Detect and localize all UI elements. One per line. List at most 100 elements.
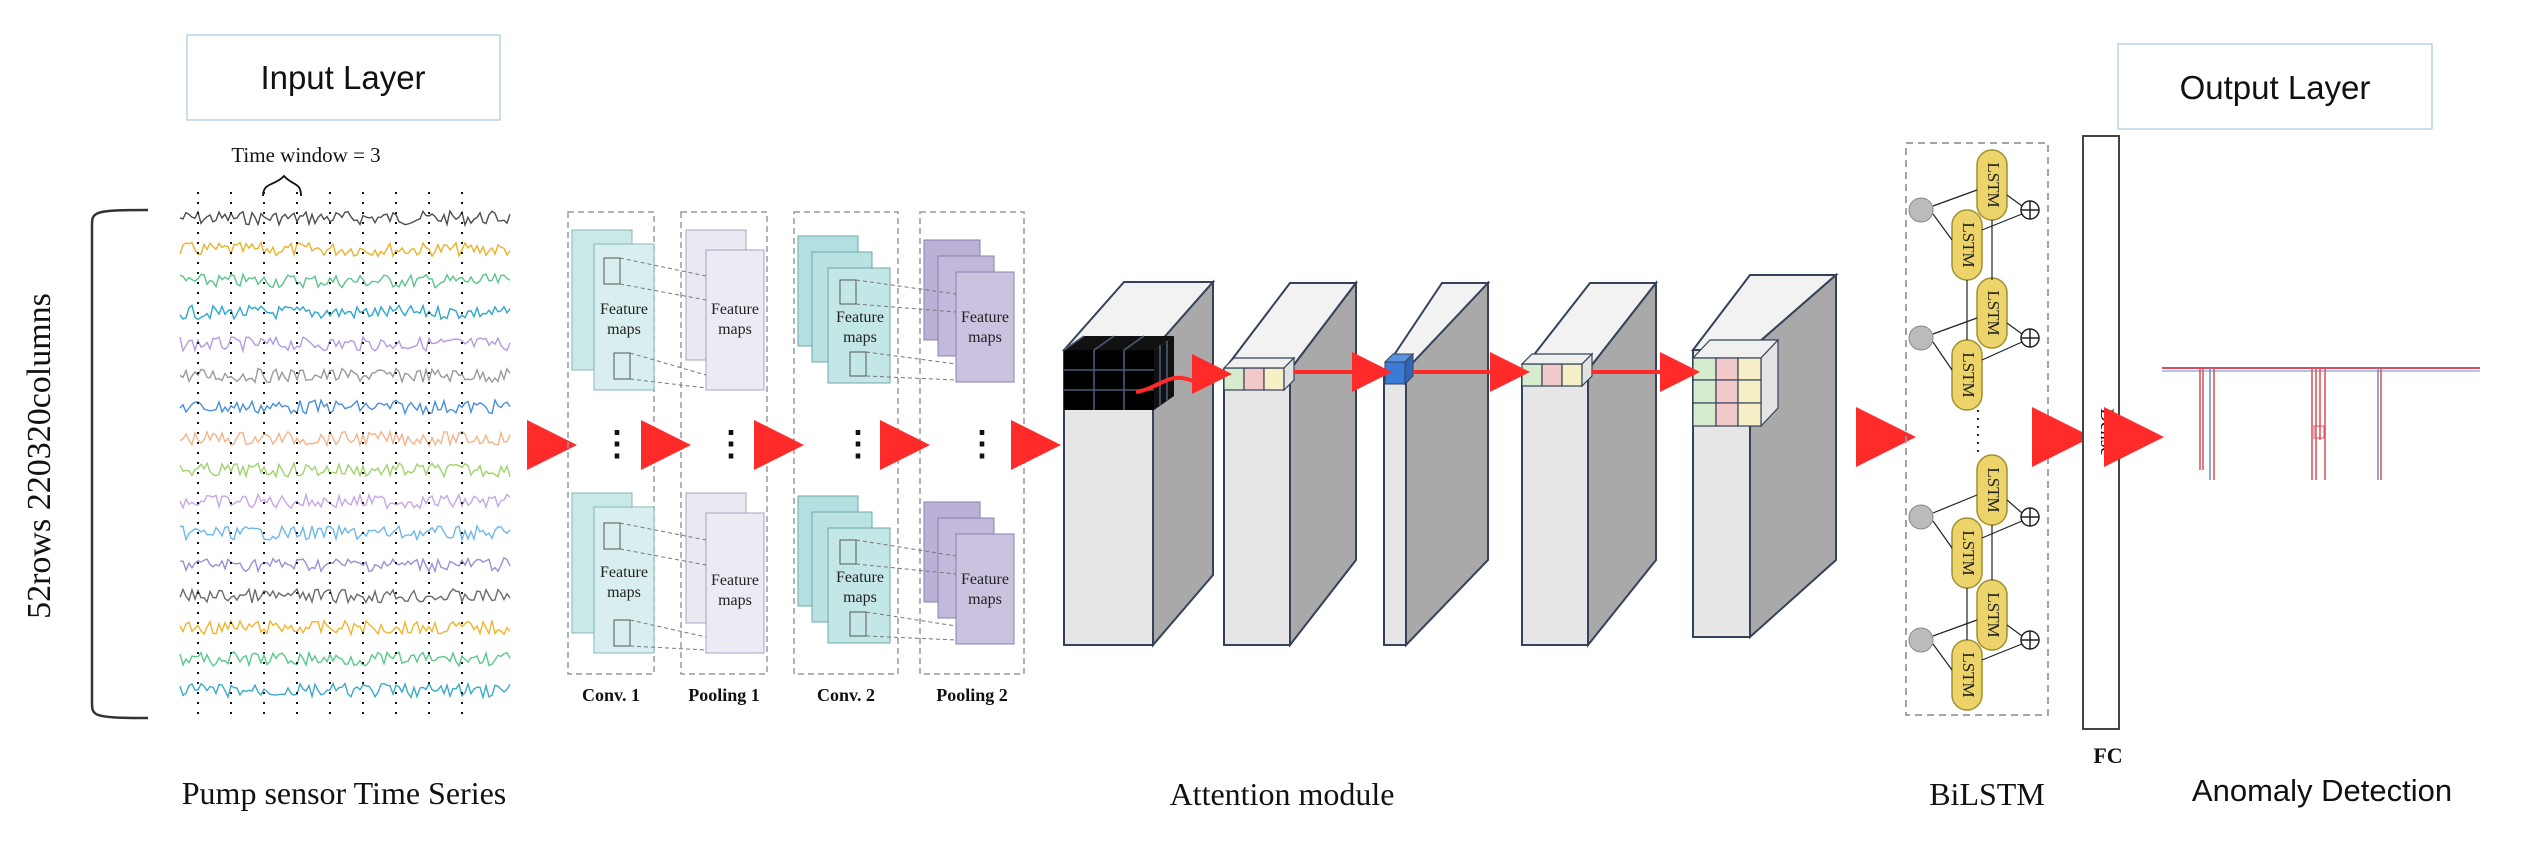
lstm-cell-label: LSTM bbox=[1984, 290, 2003, 335]
sensor-series bbox=[179, 619, 511, 637]
sensor-series bbox=[179, 461, 511, 479]
rows-brace bbox=[90, 208, 149, 720]
input-node bbox=[1908, 325, 1934, 351]
lstm-cell-label: LSTM bbox=[1984, 162, 2003, 207]
sensor-series bbox=[179, 240, 511, 259]
bilstm-cells: LSTM LSTM LSTM LSTM LSTM LSTM LSTM LSTM bbox=[1908, 149, 2040, 711]
svg-text:maps: maps bbox=[968, 329, 1002, 346]
sensor-series bbox=[179, 335, 511, 354]
input-caption: Pump sensor Time Series bbox=[182, 775, 506, 811]
attention-block-5 bbox=[1690, 272, 1839, 640]
lstm-cell-label: LSTM bbox=[1959, 652, 1978, 697]
lstm-cell-label: LSTM bbox=[1959, 222, 1978, 267]
svg-text:maps: maps bbox=[968, 591, 1002, 608]
conv2-feature-maps-top: Feature maps bbox=[797, 235, 891, 384]
conv1-pool1-connections bbox=[619, 257, 707, 651]
conv2-feature-maps-bottom: Feature maps bbox=[797, 495, 891, 644]
attention-block-4 bbox=[1519, 280, 1659, 648]
svg-text:Feature: Feature bbox=[600, 301, 648, 318]
pool2-ellipsis: ⋮ bbox=[965, 426, 999, 463]
lstm-connection bbox=[1932, 494, 1978, 514]
lstm-cell-label: LSTM bbox=[1984, 467, 2003, 512]
pool2-feature-maps-top: Feature maps bbox=[923, 239, 1015, 383]
attention-block-3 bbox=[1382, 280, 1491, 648]
svg-text:Feature: Feature bbox=[711, 301, 759, 318]
attention-caption: Attention module bbox=[1170, 776, 1395, 812]
time-window-label: Time window = 3 bbox=[231, 143, 380, 167]
svg-text:Feature: Feature bbox=[961, 571, 1009, 588]
attention-blue-cell bbox=[1383, 352, 1415, 386]
lstm-output-connection bbox=[2006, 194, 2023, 207]
conv1-feature-maps-bottom: Feature maps bbox=[571, 492, 655, 654]
bilstm-caption: BiLSTM bbox=[1929, 776, 2045, 812]
sensor-series bbox=[179, 366, 511, 384]
lstm-cell-label: LSTM bbox=[1959, 530, 1978, 575]
time-window-brace bbox=[262, 174, 302, 197]
lstm-connection bbox=[1932, 619, 1978, 637]
sensor-series bbox=[179, 587, 511, 605]
conv2-ellipsis: ⋮ bbox=[841, 426, 875, 463]
svg-text:maps: maps bbox=[718, 592, 752, 609]
conv1-ellipsis: ⋮ bbox=[600, 426, 634, 463]
pool1-label: Pooling 1 bbox=[688, 685, 760, 705]
attention-strip-4 bbox=[1520, 352, 1594, 388]
sensor-series bbox=[179, 209, 511, 228]
rows-columns-label: 52rows 220320columns bbox=[21, 293, 58, 619]
sensor-series bbox=[179, 650, 511, 668]
arrow-att-1-2 bbox=[1135, 354, 1232, 395]
lstm-connection bbox=[1932, 341, 1953, 371]
sensor-series bbox=[179, 303, 511, 321]
svg-text:Feature: Feature bbox=[836, 309, 884, 326]
lstm-output-connection bbox=[1981, 520, 2023, 539]
lstm-output-connection bbox=[1981, 341, 2023, 361]
output-layer-label: Output Layer bbox=[2180, 69, 2371, 106]
input-node bbox=[1908, 504, 1934, 530]
output-layer-box: Output Layer bbox=[2117, 43, 2433, 130]
sensor-series bbox=[179, 272, 511, 290]
attention-black-cube bbox=[1063, 335, 1174, 410]
svg-text:maps: maps bbox=[718, 321, 752, 338]
input-node bbox=[1908, 197, 1934, 223]
pool1-ellipsis: ⋮ bbox=[714, 426, 748, 463]
sensor-series bbox=[180, 523, 511, 543]
anomaly-detection-plot bbox=[2162, 367, 2480, 480]
output-caption: Anomaly Detection bbox=[2192, 773, 2452, 808]
conv2-pool2-connections bbox=[855, 279, 957, 641]
pool2-label: Pooling 2 bbox=[936, 685, 1008, 705]
lstm-cell-label: LSTM bbox=[1959, 352, 1978, 397]
lstm-cell-label: LSTM bbox=[1984, 592, 2003, 637]
input-layer-label: Input Layer bbox=[260, 59, 425, 96]
conv1-label: Conv. 1 bbox=[582, 685, 640, 705]
pool1-feature-maps-bottom: Feature maps bbox=[685, 492, 765, 654]
lstm-output-connection bbox=[2006, 624, 2023, 637]
sensor-series bbox=[179, 681, 511, 700]
sensor-series bbox=[179, 398, 511, 416]
lstm-output-connection bbox=[2006, 499, 2023, 514]
attention-strip-2 bbox=[1222, 356, 1296, 392]
lstm-connection bbox=[1932, 520, 1953, 549]
bilstm-group bbox=[1905, 142, 2049, 716]
conv1-feature-maps-top: Feature maps bbox=[571, 229, 655, 391]
attention-block-2 bbox=[1221, 280, 1359, 648]
svg-text:maps: maps bbox=[607, 584, 641, 601]
svg-text:Feature: Feature bbox=[600, 564, 648, 581]
lstm-output-connection bbox=[1981, 643, 2023, 661]
conv2-label: Conv. 2 bbox=[817, 685, 875, 705]
lstm-connection bbox=[1932, 643, 1953, 671]
time-window-dividers bbox=[197, 192, 463, 716]
lstm-connection bbox=[1932, 317, 1978, 335]
svg-text:maps: maps bbox=[843, 589, 877, 606]
svg-text:Feature: Feature bbox=[961, 309, 1009, 326]
lstm-output-connection bbox=[2006, 322, 2023, 335]
conv1-group bbox=[567, 211, 655, 675]
sensor-series bbox=[179, 492, 511, 510]
sensor-series bbox=[179, 429, 511, 448]
lstm-connection bbox=[1932, 213, 1953, 241]
dense-label: Dense bbox=[2096, 408, 2117, 455]
svg-text:maps: maps bbox=[607, 321, 641, 338]
sensor-series bbox=[179, 556, 511, 574]
attention-output-cube bbox=[1691, 338, 1780, 428]
svg-text:maps: maps bbox=[843, 329, 877, 346]
time-series-plot bbox=[179, 209, 511, 700]
